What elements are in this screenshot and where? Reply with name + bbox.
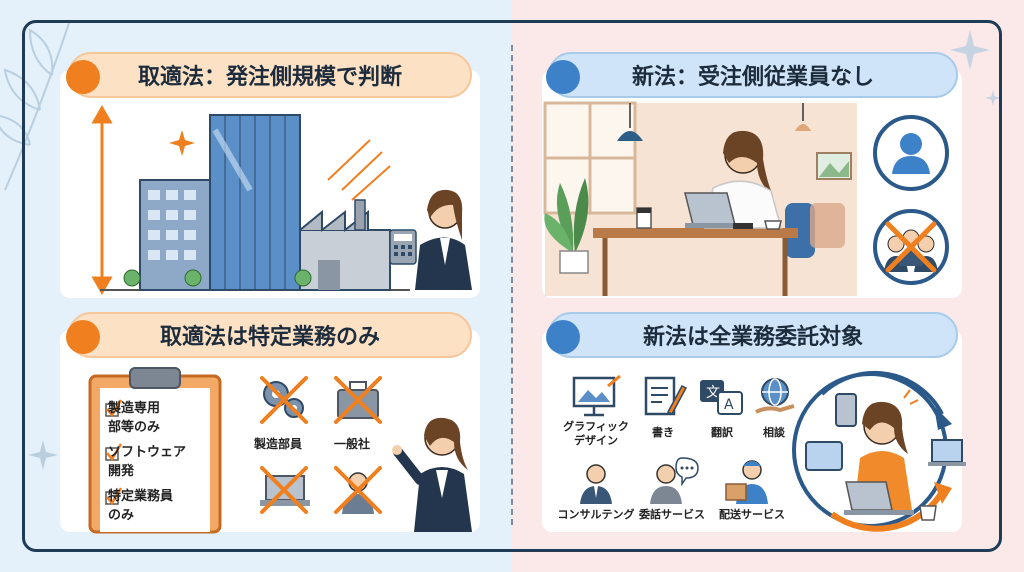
svg-text:文: 文 bbox=[706, 385, 720, 401]
crossed-item-label: 一般社 bbox=[334, 437, 371, 451]
panel-title-text: 取適法：発注側規模で判断 bbox=[137, 65, 402, 90]
service-label: 書き bbox=[652, 426, 674, 439]
worker-icon bbox=[334, 466, 382, 514]
service-label: コンサルテング bbox=[557, 508, 635, 521]
consultant-icon bbox=[580, 464, 612, 504]
panel-title-text: 新法：受注側従業員なし bbox=[631, 65, 874, 90]
service-label: 委話サービス bbox=[639, 508, 705, 521]
freelancer-circle-illustration bbox=[792, 370, 966, 532]
checklist-item: 製造専用 部等のみ bbox=[108, 401, 161, 435]
clipboard-illustration bbox=[88, 367, 222, 534]
title-dot bbox=[546, 60, 580, 94]
panel-title-text: 取適法は特定業務のみ bbox=[159, 325, 380, 350]
sparkle-decoration-icon bbox=[28, 440, 58, 470]
panel-title-top-right: 新法：受注側従業員なし bbox=[546, 52, 958, 98]
panel-title-top-left: 取適法：発注側規模で判断 bbox=[66, 52, 472, 98]
panel-title-bottom-right: 新法は全業務委託対象 bbox=[546, 312, 958, 358]
delivery-person-icon bbox=[725, 460, 768, 504]
person-icon bbox=[873, 115, 949, 191]
briefcase-icon bbox=[334, 376, 382, 424]
service-label: 配送サービス bbox=[719, 508, 785, 521]
checklist-item: 特定業務員 のみ bbox=[108, 489, 174, 523]
globe-hand-icon bbox=[755, 378, 795, 414]
monitor-image-icon bbox=[572, 374, 621, 417]
title-dot bbox=[546, 320, 580, 354]
title-dot bbox=[66, 320, 100, 354]
translate-icon: 文 A bbox=[700, 380, 743, 415]
main-frame bbox=[22, 20, 1002, 552]
laptop-icon bbox=[260, 466, 310, 514]
gears-icon bbox=[260, 376, 308, 424]
center-divider bbox=[511, 45, 513, 525]
title-dot bbox=[66, 60, 100, 94]
service-label: 相談 bbox=[763, 426, 785, 439]
checklist-item: ソフトウェア 開発 bbox=[108, 445, 187, 479]
crossed-item-label: 製造部員 bbox=[254, 437, 303, 451]
service-label: グラフィック デザイン bbox=[563, 420, 629, 448]
svg-text:A: A bbox=[724, 397, 734, 413]
panel-title-text: 新法は全業務委託対象 bbox=[642, 325, 863, 350]
sparkle-decoration-icon bbox=[950, 30, 990, 70]
no-employees-icon bbox=[873, 209, 949, 285]
building-scene-illustration bbox=[91, 104, 472, 296]
pointing-woman-illustration bbox=[392, 417, 472, 532]
service-label: 翻訳 bbox=[711, 426, 733, 439]
panel-title-bottom-left: 取適法は特定業務のみ bbox=[66, 312, 472, 358]
remote-worker-illustration bbox=[543, 101, 857, 296]
sparkle-decoration-icon bbox=[985, 90, 1001, 106]
document-pen-icon bbox=[644, 376, 688, 416]
speech-person-icon bbox=[650, 457, 699, 504]
